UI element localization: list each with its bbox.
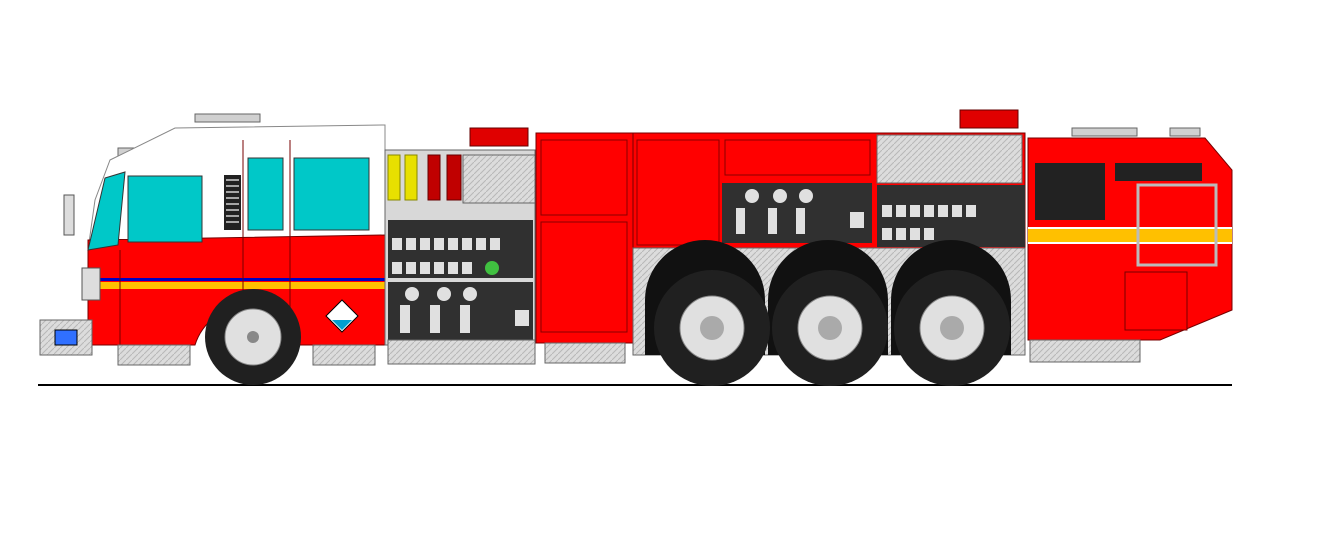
rear-door-window-1 (247, 157, 284, 231)
rear-vent-top (1115, 163, 1202, 181)
rear-wheel-1 (654, 270, 770, 386)
rear-wheel-2 (772, 270, 888, 386)
rear-body (1027, 137, 1233, 363)
cab-stripe-blue (88, 278, 385, 281)
windshield (87, 171, 126, 251)
ladder-rack-2 (959, 109, 1019, 129)
hazmat-placard (325, 299, 359, 333)
cab-stripe-yellow (88, 282, 385, 289)
pump-section (384, 109, 1019, 365)
rear-vent (1035, 163, 1105, 220)
ladder-rack-1 (469, 127, 529, 147)
cab-step-2 (312, 344, 376, 366)
front-door-window (127, 175, 203, 243)
wheels (205, 270, 1010, 386)
mirror (63, 194, 75, 236)
side-compartment (535, 132, 634, 364)
front-wheel (205, 289, 301, 385)
rear-door-window-2 (293, 157, 370, 231)
rear-wheel-3 (894, 270, 1010, 386)
cab-step-1 (117, 344, 191, 366)
headlight (81, 267, 101, 301)
